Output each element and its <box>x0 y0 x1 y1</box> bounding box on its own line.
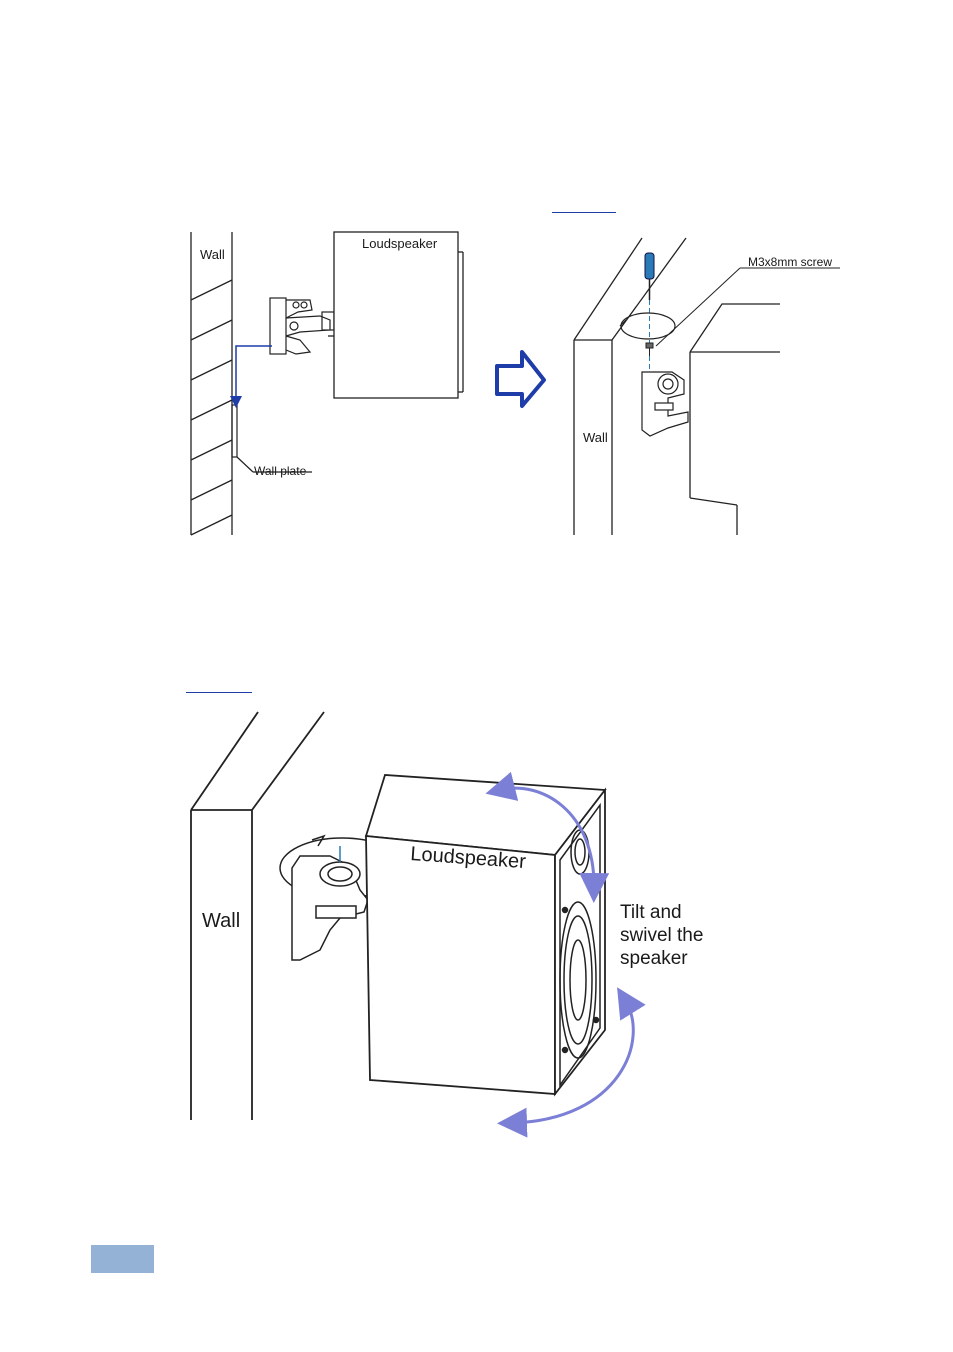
bracket-bottom <box>292 846 368 960</box>
wall-label-left: Wall <box>200 247 225 262</box>
screw-label: M3x8mm screw <box>748 255 832 269</box>
figure-reference-link-bottom[interactable] <box>186 692 252 693</box>
wall-label-bottom: Wall <box>202 910 240 932</box>
next-step-arrow-icon <box>497 352 544 406</box>
wall-section-left <box>191 232 232 535</box>
screw-icon <box>646 343 653 356</box>
tilt-swivel-instruction-line1: Tilt and <box>620 902 682 923</box>
mounting-diagram-top: Wall Loudspeaker Wall plate <box>0 0 953 560</box>
wall-plate <box>232 405 312 472</box>
loudspeaker-label-left: Loudspeaker <box>362 236 438 251</box>
bracket-mounted-right <box>642 372 688 436</box>
bracket-side-view <box>270 298 334 354</box>
rotation-indicator <box>621 313 675 339</box>
loudspeaker-box-left <box>328 232 463 398</box>
wall-plate-label: Wall plate <box>254 464 307 478</box>
page-number-tab <box>91 1245 154 1273</box>
tilt-swivel-instruction-line2: swivel the <box>620 925 703 946</box>
tilt-swivel-diagram: Wall Loudspeaker Tilt and swivel the spe… <box>0 700 953 1140</box>
tilt-swivel-instruction-line3: speaker <box>620 948 688 969</box>
wall-label-right: Wall <box>583 430 608 445</box>
mount-direction-arrow <box>236 346 272 402</box>
loudspeaker-box-right <box>690 304 780 535</box>
